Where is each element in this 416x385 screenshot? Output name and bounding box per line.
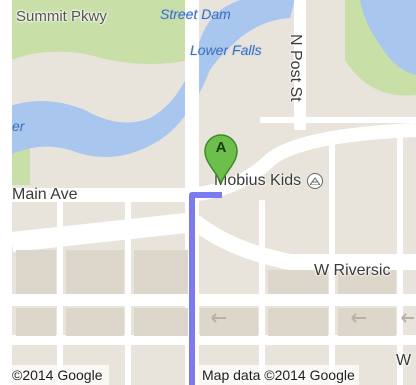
river [0, 0, 295, 160]
label-street-dam: Street Dam [160, 6, 231, 22]
footer-copyright: ©2014 Google [12, 365, 109, 385]
poi-mobius-kids[interactable]: Mobius Kids [214, 172, 324, 190]
map-left-edge [0, 0, 12, 385]
label-w-partial: W [396, 352, 412, 369]
road-main-ave [12, 123, 416, 202]
label-summit: Summit Pkwy [16, 8, 107, 25]
marker-letter: A [215, 139, 227, 156]
footer-map-data[interactable]: Map data ©2014 Google [198, 365, 359, 385]
lake-right [360, 0, 416, 75]
poi-name: Mobius Kids [214, 172, 302, 189]
label-w-riverside: W Riversic [314, 262, 391, 279]
label-lower-falls: Lower Falls [190, 42, 262, 58]
label-n-post-st: N Post St [287, 34, 304, 102]
road-diagonal-west [10, 212, 197, 252]
attraction-icon [307, 173, 324, 189]
route-line [189, 192, 222, 385]
label-main-ave: Main Ave [12, 186, 78, 203]
label-river-partial: er [12, 118, 25, 134]
map-pin-icon [204, 134, 238, 185]
road-riverside [190, 215, 416, 270]
copyright-text: ©2014 Google [12, 367, 103, 383]
marker-a[interactable]: A [202, 133, 240, 185]
map-data-link[interactable]: Map data ©2014 Google [202, 367, 355, 383]
park-area-top [0, 0, 190, 65]
